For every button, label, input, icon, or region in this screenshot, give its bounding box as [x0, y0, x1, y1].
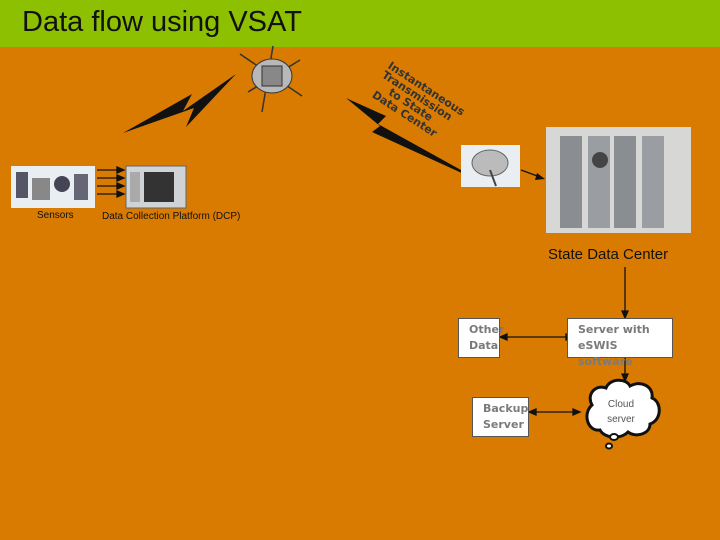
- cloud-server-label: Cloud server: [596, 397, 646, 427]
- uplink-lightning-icon: [123, 74, 236, 133]
- other-data-line1: Other: [469, 323, 505, 336]
- sensor-to-dcp-arrows: [97, 166, 126, 198]
- page-title: Data flow using VSAT: [22, 6, 302, 38]
- title-bar: [0, 0, 720, 47]
- cloud-line1: Cloud: [607, 399, 635, 410]
- antenna-to-datacenter-arrow: [520, 169, 545, 180]
- server-line2: eSWIS software: [578, 339, 633, 368]
- backup-server-box: Backup Server: [472, 397, 529, 437]
- antenna-image: [461, 145, 520, 187]
- state-data-center-label: State Data Center: [548, 246, 669, 263]
- data-center-image: [546, 127, 691, 233]
- satellite-icon: [239, 45, 303, 113]
- server-box: Server with eSWIS software: [567, 318, 673, 368]
- backup-line2: Server: [483, 418, 524, 431]
- backup-line1: Backup: [483, 402, 529, 415]
- server-line1: Server with: [578, 323, 650, 336]
- dcp-label: Data Collection Platform (DCP): [102, 211, 241, 222]
- cloud-icon: [585, 378, 661, 450]
- sensors-label: Sensors: [37, 210, 74, 221]
- sensors-image: [11, 166, 95, 208]
- dcp-image: [125, 165, 187, 209]
- other-data-box: Other Data: [458, 318, 505, 358]
- cloud-line2: server: [607, 414, 635, 425]
- other-data-line2: Data: [469, 339, 499, 352]
- downlink-lightning-icon: [346, 98, 488, 185]
